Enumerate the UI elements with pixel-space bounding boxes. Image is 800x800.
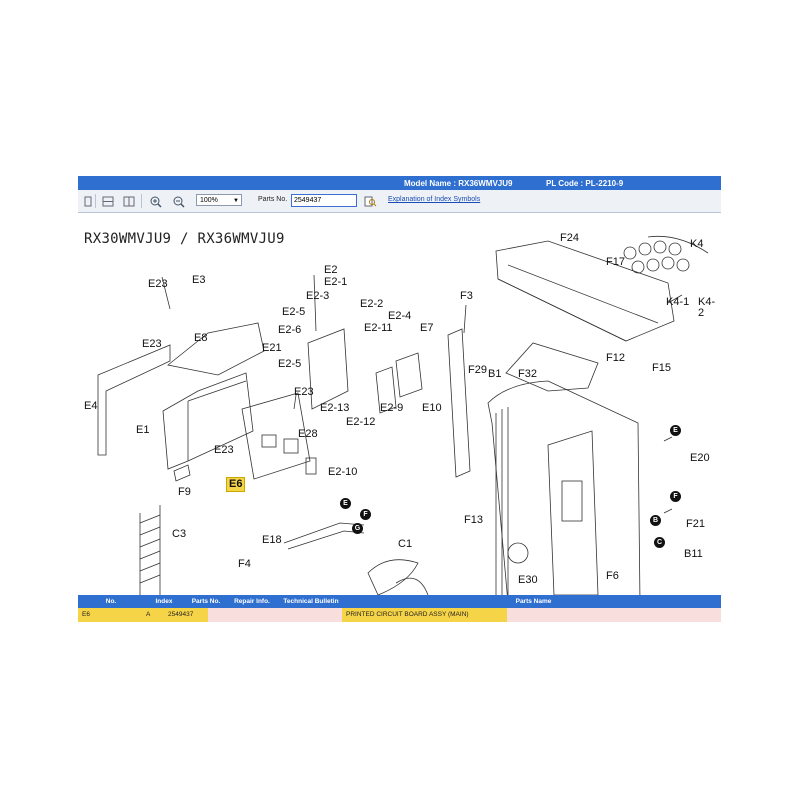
- part-label[interactable]: K4-2: [698, 296, 716, 319]
- marker-circle: B: [650, 515, 661, 526]
- part-label[interactable]: E3: [192, 274, 206, 286]
- zoom-value: 100%: [200, 197, 218, 204]
- part-label[interactable]: F24: [560, 232, 579, 244]
- marker-circle: F: [670, 491, 681, 502]
- part-label[interactable]: E23: [142, 338, 162, 350]
- part-label[interactable]: E2-9: [380, 402, 404, 414]
- part-label[interactable]: E20: [690, 452, 710, 464]
- part-label[interactable]: E2: [324, 264, 338, 276]
- part-label[interactable]: E2-1: [324, 276, 348, 288]
- parts-grid-header: No. Index Parts No. Repair Info. Technic…: [78, 595, 721, 608]
- zoom-out-icon[interactable]: [171, 194, 187, 209]
- part-label[interactable]: E4: [84, 400, 98, 412]
- part-label[interactable]: E23: [294, 386, 314, 398]
- part-label[interactable]: E2-3: [306, 290, 330, 302]
- parts-viewer-window: Model Name : RX36WMVJU9 PL Code : PL-221…: [78, 176, 721, 624]
- toolbar-divider: [95, 194, 96, 208]
- col-header-index[interactable]: Index: [155, 598, 173, 605]
- zoom-in-icon[interactable]: [148, 194, 164, 209]
- toolbar: 100% ▼ Parts No. Explanation of Index Sy…: [78, 190, 721, 213]
- diagram-title: RX30WMVJU9 / RX36WMVJU9: [84, 231, 285, 247]
- row-highlight: [78, 608, 208, 622]
- part-label[interactable]: E2-13: [320, 402, 350, 414]
- col-header-parts-name[interactable]: Parts Name: [515, 598, 552, 605]
- part-label[interactable]: E18: [262, 534, 282, 546]
- part-label[interactable]: F12: [606, 352, 625, 364]
- pl-code: PL Code : PL-2210-9: [546, 179, 624, 188]
- part-label[interactable]: E2-11: [364, 322, 393, 334]
- marker-circle: E: [670, 425, 681, 436]
- chevron-down-icon: ▼: [233, 198, 239, 204]
- layout-vertical-icon[interactable]: [121, 194, 137, 209]
- part-label[interactable]: E2-4: [388, 310, 412, 322]
- part-label[interactable]: E2-5: [278, 358, 302, 370]
- part-label[interactable]: K4: [690, 238, 704, 250]
- part-label[interactable]: F9: [178, 486, 191, 498]
- exploded-diagram: RX30WMVJU9 / RX36WMVJU9 F24 K4 F17 K4-1 …: [78, 213, 721, 595]
- part-label[interactable]: F32: [518, 368, 537, 380]
- col-header-repair-info[interactable]: Repair Info.: [234, 598, 270, 605]
- search-parts-icon[interactable]: [362, 194, 378, 209]
- part-label[interactable]: E2-10: [328, 466, 358, 478]
- part-label[interactable]: K4-1: [666, 296, 690, 308]
- model-name: Model Name : RX36WMVJU9: [404, 179, 513, 188]
- part-label[interactable]: F29: [468, 364, 487, 376]
- part-label[interactable]: C3: [172, 528, 187, 540]
- part-label[interactable]: F4: [238, 558, 251, 570]
- part-label[interactable]: E7: [420, 322, 434, 334]
- part-label[interactable]: B1: [488, 368, 502, 380]
- highlighted-part-label[interactable]: E6: [226, 477, 246, 492]
- zoom-select[interactable]: 100% ▼: [196, 194, 242, 206]
- layout-single-icon[interactable]: [80, 194, 96, 209]
- row-highlight: [342, 608, 507, 622]
- marker-circle: G: [352, 523, 363, 534]
- part-label[interactable]: E28: [298, 428, 318, 440]
- part-label[interactable]: F13: [464, 514, 483, 526]
- part-label[interactable]: F21: [686, 518, 705, 530]
- part-label[interactable]: E1: [136, 424, 150, 436]
- explanation-link[interactable]: Explanation of Index Symbols: [388, 196, 481, 203]
- cell-parts-no[interactable]: 2549437: [168, 611, 194, 618]
- parts-no-input[interactable]: [291, 194, 357, 207]
- part-label[interactable]: E30: [518, 574, 538, 586]
- part-label[interactable]: E2-6: [278, 324, 302, 336]
- part-label[interactable]: F17: [606, 256, 625, 268]
- part-label[interactable]: F6: [606, 570, 619, 582]
- part-label[interactable]: E10: [422, 402, 442, 414]
- toolbar-divider: [141, 194, 142, 208]
- part-label[interactable]: C1: [398, 538, 413, 550]
- col-header-parts-no[interactable]: Parts No.: [191, 598, 221, 605]
- part-label[interactable]: E8: [194, 332, 208, 344]
- cell-parts-name: PRINTED CIRCUIT BOARD ASSY (MAIN): [346, 611, 469, 618]
- marker-circle: C: [654, 537, 665, 548]
- cell-no: E6: [82, 611, 90, 618]
- part-label[interactable]: E2-2: [360, 298, 384, 310]
- part-label[interactable]: F3: [460, 290, 473, 302]
- table-row[interactable]: E6 A 2549437 PRINTED CIRCUIT BOARD ASSY …: [78, 608, 721, 622]
- part-label[interactable]: F15: [652, 362, 671, 374]
- col-header-technical-bulletin[interactable]: Technical Bulletin: [283, 598, 339, 605]
- part-label[interactable]: E2-12: [346, 416, 376, 428]
- part-label[interactable]: E23: [148, 278, 168, 290]
- parts-no-label: Parts No.: [258, 196, 288, 203]
- part-label[interactable]: E2-5: [282, 306, 306, 318]
- part-label[interactable]: E21: [262, 342, 282, 354]
- cell-index: A: [146, 611, 151, 618]
- marker-circle: E: [340, 498, 351, 509]
- part-label[interactable]: B11: [684, 548, 703, 560]
- layout-horizontal-icon[interactable]: [100, 194, 116, 209]
- marker-circle: F: [360, 509, 371, 520]
- col-header-no[interactable]: No.: [105, 598, 117, 605]
- part-label[interactable]: E23: [214, 444, 234, 456]
- diagram-drawing: [97, 236, 709, 595]
- header-bar: Model Name : RX36WMVJU9 PL Code : PL-221…: [78, 176, 721, 190]
